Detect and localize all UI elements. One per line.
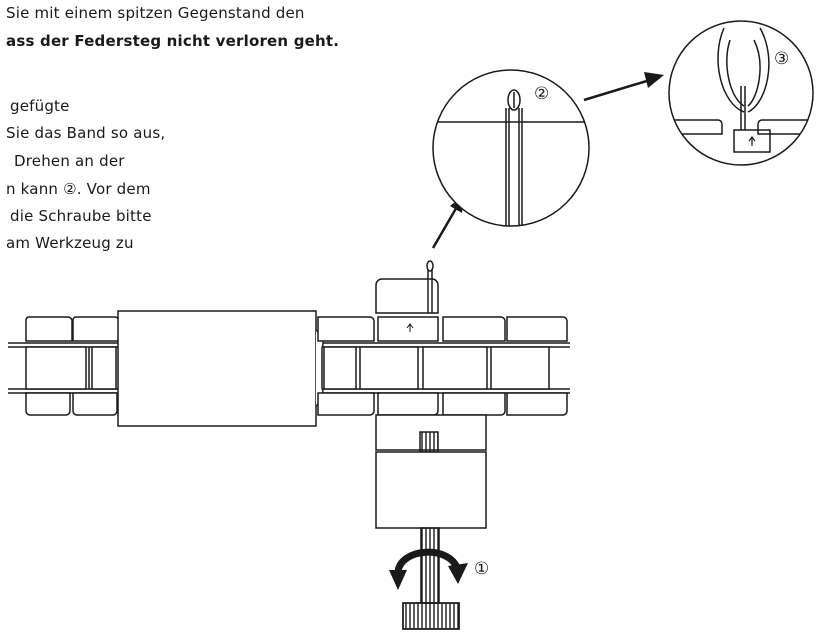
detail-circle-2: [432, 69, 590, 227]
instruction-line-8: am Werkzeug zu: [6, 234, 134, 252]
instruction-line-6: n kann ②. Vor dem: [6, 180, 151, 198]
callout-arrow-icon-2: [583, 72, 664, 102]
instruction-line-7: die Schraube bitte: [10, 207, 152, 225]
instruction-line-5: Drehen an der: [14, 152, 125, 170]
step-marker-3: ③: [774, 49, 789, 69]
instruction-line-3: gefügte: [10, 97, 70, 115]
step-marker-2: ②: [534, 84, 549, 104]
tool-knob: [402, 602, 460, 630]
tool-holder-block: [117, 310, 317, 427]
step-marker-1: ①: [474, 559, 489, 579]
up-arrow-icon-small: [406, 323, 414, 332]
instruction-line-1: Sie mit einem spitzen Gegenstand den: [6, 4, 305, 22]
instruction-line-2-warning: ass der Federsteg nicht verloren geht.: [6, 32, 340, 50]
tool-lower-body: [375, 451, 487, 529]
detail-circle-3: [668, 20, 814, 166]
raised-link: [375, 278, 439, 314]
tool-screw-thread: [420, 527, 440, 604]
watch-band-assembly: [8, 260, 570, 630]
band-links-left: [25, 316, 120, 416]
instruction-line-4: Sie das Band so aus,: [6, 124, 166, 142]
tool-thread-small: [419, 431, 439, 453]
band-links-right: [317, 316, 568, 416]
curved-rotation-arrow-icon: [389, 548, 468, 590]
